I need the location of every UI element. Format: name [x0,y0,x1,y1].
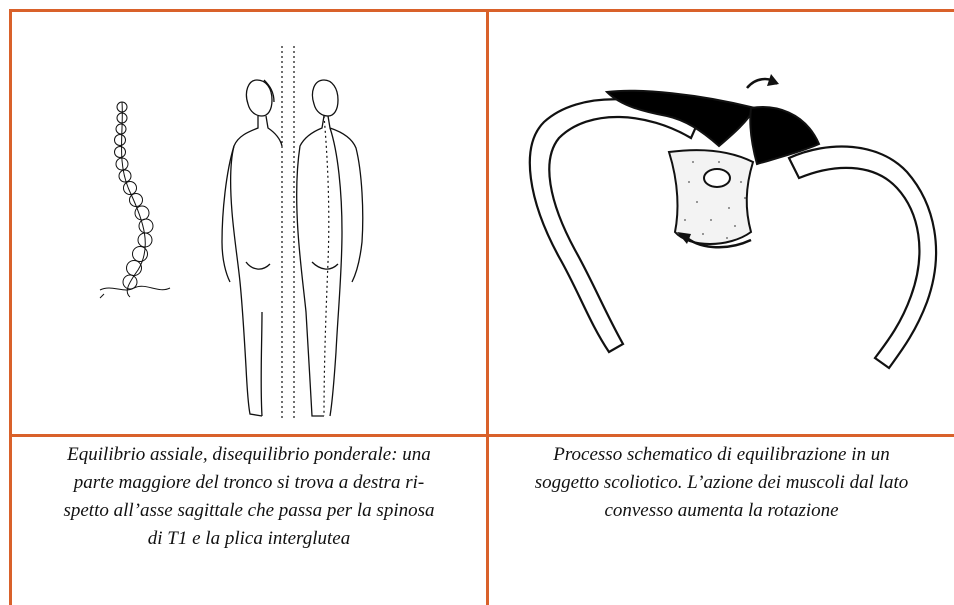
right-caption-line-3: convesso aumenta la rotazione [489,497,954,525]
left-figure-caption: Equilibrio assiale, disequilibrio ponder… [12,441,486,553]
back-figure-left [222,80,282,416]
right-muscle-mass [750,107,819,164]
back-figure-right [297,80,363,416]
left-caption-line-4: di T1 e la plica interglutea [12,525,486,553]
left-caption-line-3: spetto all’asse sagittale che passa per … [12,497,486,525]
left-rib [530,99,699,352]
right-caption-line-1: Processo schematico di equilibrazione in… [489,441,954,469]
right-figure-caption: Processo schematico di equilibrazione in… [489,441,954,525]
vertebra-rotation-diagram [489,12,954,434]
right-rib [789,146,936,368]
scoliotic-spine-illustration [100,102,170,298]
left-caption-line-1: Equilibrio assiale, disequilibrio ponder… [12,441,486,469]
vertebral-body [669,150,753,244]
left-caption-line-2: parte maggiore del tronco si trova a des… [12,469,486,497]
right-caption-line-2: soggetto scoliotico. L’azione dei muscol… [489,469,954,497]
spine-and-back-figures [12,12,486,434]
vertebral-canal [704,169,730,187]
table-divider-horizontal [9,434,954,437]
